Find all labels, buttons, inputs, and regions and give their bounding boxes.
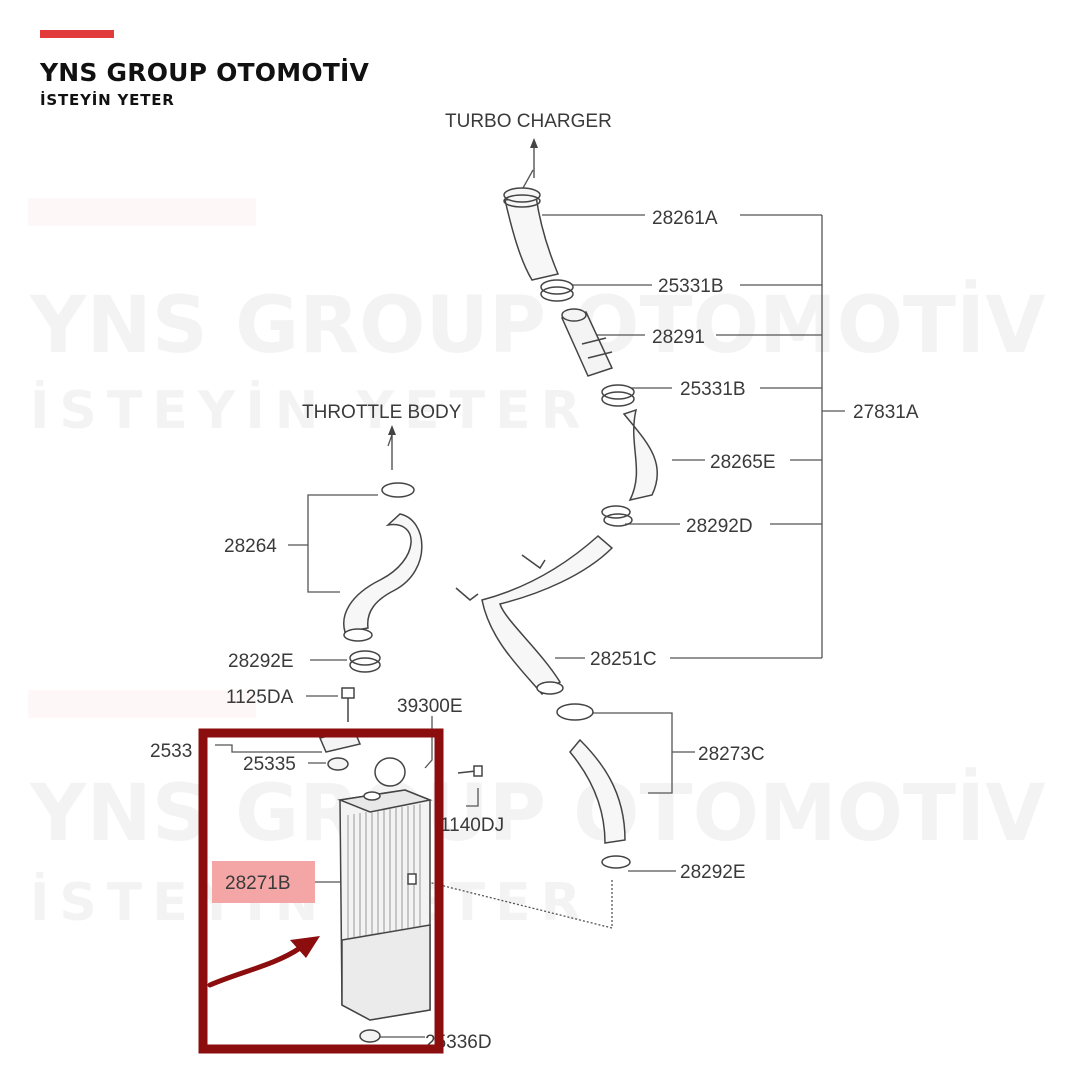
label-28291: 28291 bbox=[652, 327, 705, 348]
watermark: YNS GROUP OTOMOTİV İSTEYİN YETER YNS GRO… bbox=[28, 198, 1046, 933]
label-2533: 2533 bbox=[150, 741, 192, 762]
clamp-25331b-mid bbox=[601, 384, 635, 407]
pointer-arrow bbox=[207, 936, 320, 988]
label-28292e-left: 28292E bbox=[228, 651, 294, 672]
part-highlight bbox=[212, 861, 315, 903]
watermark-name: YNS GROUP OTOMOTİV bbox=[29, 279, 1046, 371]
hose-28265e bbox=[622, 408, 658, 502]
watermark-bar bbox=[28, 690, 256, 718]
pipe-28291 bbox=[560, 308, 614, 377]
label-28271b: 28271B bbox=[225, 873, 291, 894]
watermark-bar bbox=[28, 198, 256, 226]
label-27831a: 27831A bbox=[853, 402, 919, 423]
mount-25336d bbox=[359, 1029, 381, 1043]
clamp-28251c-end bbox=[536, 681, 564, 695]
hose-28261a bbox=[503, 187, 560, 281]
pipe-28251c bbox=[455, 535, 614, 695]
clamp-28292d bbox=[601, 505, 633, 527]
leader-lines bbox=[215, 169, 845, 1038]
watermark-tagline: İSTEYİN YETER bbox=[30, 380, 591, 441]
bolt-1140dj bbox=[457, 765, 483, 777]
label-28292e-right: 28292E bbox=[680, 862, 746, 883]
label-25331b-mid: 25331B bbox=[680, 379, 746, 400]
label-28273c: 28273C bbox=[698, 744, 765, 765]
brand-accent-bar bbox=[40, 30, 114, 38]
turbo-arrow bbox=[530, 138, 538, 178]
hose-28264 bbox=[343, 482, 423, 642]
brand-name: YNS GROUP OTOMOTİV bbox=[40, 58, 370, 87]
label-28264: 28264 bbox=[224, 536, 277, 557]
label-28261a: 28261A bbox=[652, 208, 718, 229]
intercooler-fins bbox=[347, 804, 421, 938]
throttle-arrow bbox=[388, 425, 396, 470]
highlight-frame bbox=[198, 728, 444, 1054]
label-28292d: 28292D bbox=[686, 516, 753, 537]
label-25331b-top: 25331B bbox=[658, 276, 724, 297]
label-28251c: 28251C bbox=[590, 649, 657, 670]
watermark-name: YNS GROUP OTOMOTİV bbox=[29, 767, 1046, 859]
label-turbo-charger: TURBO CHARGER bbox=[445, 111, 612, 132]
label-28265e: 28265E bbox=[710, 452, 776, 473]
label-39300e: 39300E bbox=[397, 696, 463, 717]
label-1125da: 1125DA bbox=[226, 687, 294, 708]
part-labels: TURBO CHARGER THROTTLE BODY 28261A 25331… bbox=[150, 111, 919, 1053]
brand-tagline: İSTEYİN YETER bbox=[40, 91, 175, 109]
intercooler-28271b bbox=[337, 757, 433, 1021]
label-1140dj: 1140DJ bbox=[440, 815, 504, 836]
hose-28273c bbox=[556, 703, 631, 869]
label-25335: 25335 bbox=[243, 754, 296, 775]
label-throttle-body: THROTTLE BODY bbox=[302, 402, 462, 423]
clamp-28292e-left bbox=[349, 650, 381, 673]
clamp-25331b-top bbox=[540, 279, 574, 302]
bolt-1125da bbox=[341, 687, 355, 722]
